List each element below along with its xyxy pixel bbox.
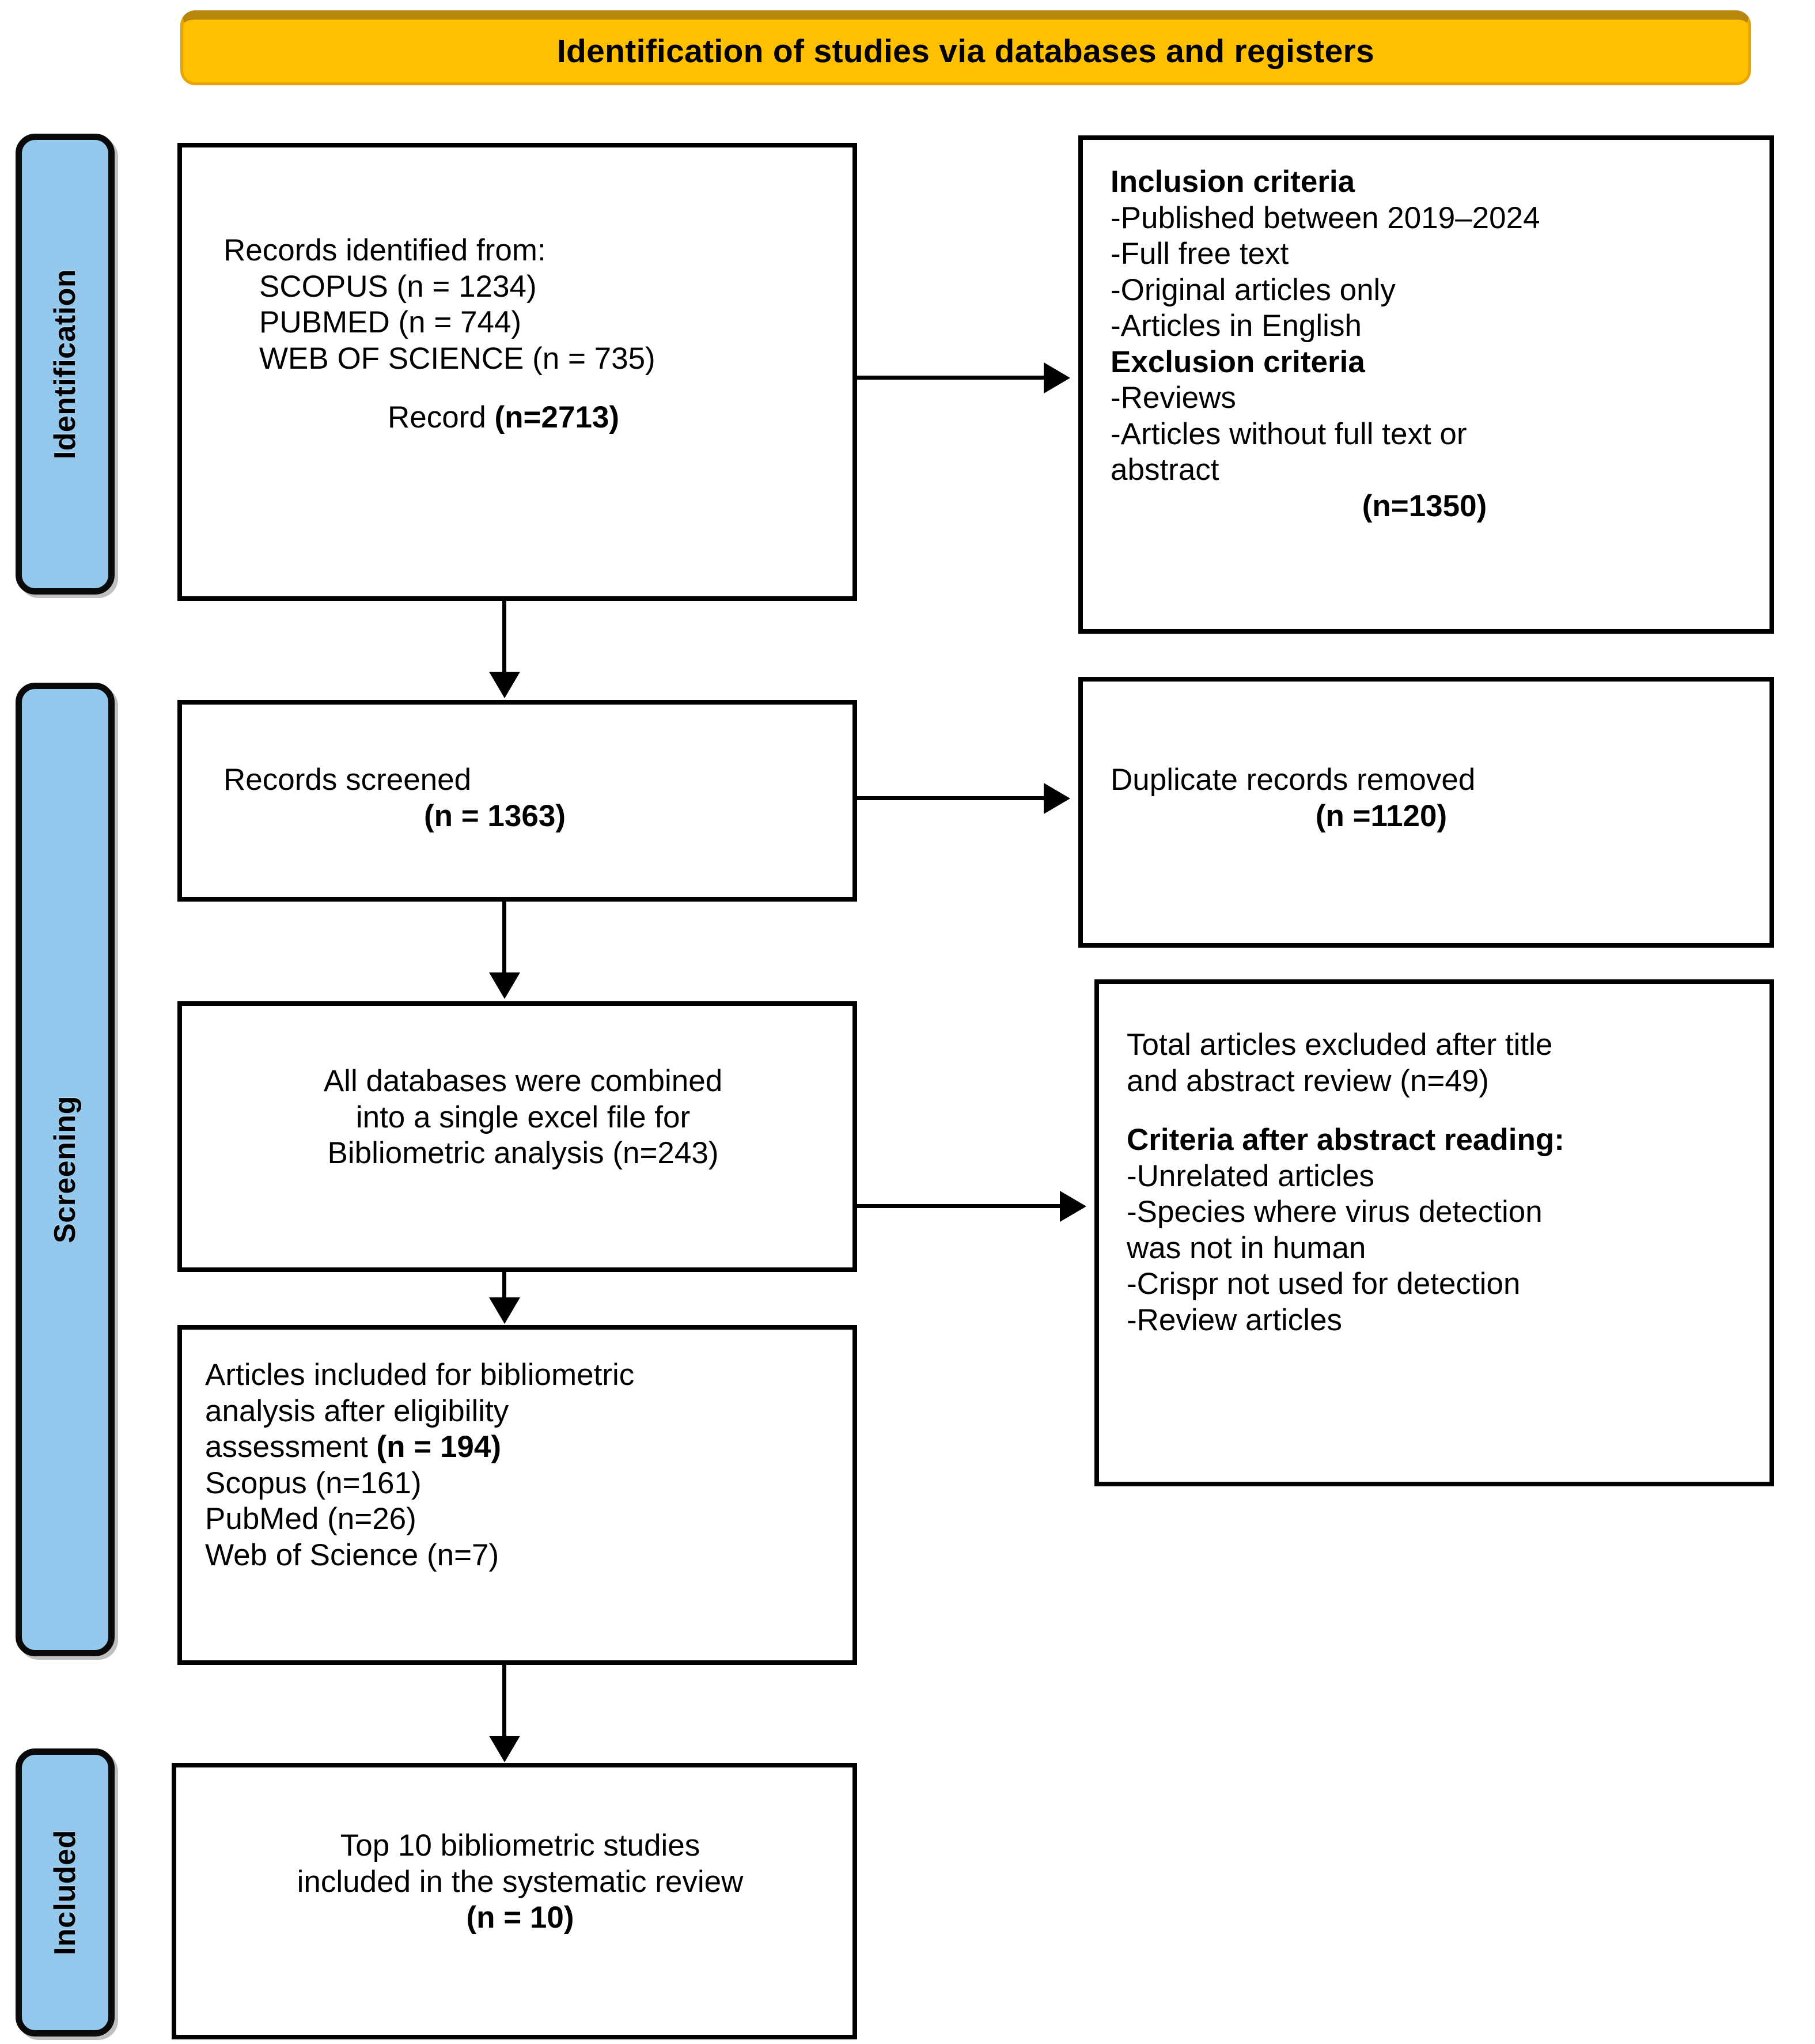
stage-tab-identification-label: Identification (48, 268, 82, 460)
exclusion-criterion-1: -Reviews (1111, 381, 1236, 415)
connector-combined-to-included-arrow (489, 1297, 520, 1324)
box-records-identified: Records identified from: SCOPUS (n = 123… (177, 143, 857, 601)
top-studies-line-2: included in the systematic review (297, 1864, 744, 1899)
box-articles-excluded: Total articles excluded after title and … (1094, 979, 1774, 1486)
connector-identified-to-criteria-arrow (1044, 362, 1070, 393)
records-identified-total-value: (n=2713) (494, 400, 620, 435)
articles-excluded-spacer (1127, 1099, 1756, 1122)
diagram-header-banner: Identification of studies via databases … (180, 10, 1751, 85)
databases-combined-line-2: into a single excel file for (355, 1100, 691, 1134)
articles-included-assessment: assessment (n = 194) (205, 1429, 841, 1466)
connector-screened-to-combined-line (502, 902, 506, 975)
box-top-10-studies: Top 10 bibliometric studies included in … (172, 1763, 857, 2039)
connector-included-to-top10-arrow (489, 1736, 520, 1762)
stage-tab-screening-label: Screening (48, 1096, 82, 1243)
connector-screened-to-duplicates-line (857, 796, 1047, 800)
duplicates-removed-label: Duplicate records removed (1111, 763, 1476, 797)
articles-included-wos: Web of Science (n=7) (205, 1538, 499, 1572)
articles-included-assessment-value: (n = 194) (376, 1430, 502, 1464)
connector-identified-to-criteria-line (857, 376, 1047, 380)
connector-screened-to-duplicates-arrow (1044, 783, 1070, 814)
inclusion-criterion-3: -Original articles only (1111, 272, 1396, 307)
connector-identified-to-screened-arrow (489, 672, 520, 698)
box-records-screened: Records screened (n = 1363) (177, 700, 857, 902)
exclusion-criteria-heading: Exclusion criteria (1111, 345, 1365, 379)
connector-included-to-top10-line (502, 1665, 506, 1739)
records-screened-count: (n = 1363) (424, 798, 566, 833)
connector-combined-to-excluded-line (857, 1204, 1063, 1208)
exclusion-criterion-2: -Articles without full text or (1111, 417, 1467, 451)
articles-included-assessment-prefix: assessment (205, 1430, 377, 1464)
databases-combined-line-1: All databases were combined (323, 1064, 723, 1098)
abstract-criterion-2: -Species where virus detection (1127, 1195, 1543, 1229)
top-studies-count: (n = 10) (466, 1901, 574, 1935)
articles-included-line-1: Articles included for bibliometric (205, 1358, 635, 1392)
diagram-title: Identification of studies via databases … (556, 32, 1375, 70)
criteria-total-count: (n=1350) (1362, 489, 1487, 523)
records-identified-total-prefix: Record (387, 400, 495, 435)
stage-tab-included-label: Included (48, 1830, 82, 1955)
connector-combined-to-included-line (502, 1272, 506, 1300)
inclusion-criterion-1: -Published between 2019–2024 (1111, 200, 1540, 235)
box-inclusion-exclusion-criteria: Inclusion criteria -Published between 20… (1078, 135, 1774, 634)
box-articles-included-bibliometric: Articles included for bibliometric analy… (177, 1325, 857, 1665)
articles-excluded-line-2: and abstract review (n=49) (1127, 1063, 1489, 1098)
top-studies-line-1: Top 10 bibliometric studies (340, 1829, 700, 1863)
records-identified-scopus: SCOPUS (n = 1234) (259, 269, 537, 304)
records-screened-label: Records screened (223, 763, 472, 797)
articles-included-line-2: analysis after eligibility (205, 1394, 509, 1428)
articles-excluded-line-1: Total articles excluded after title (1127, 1028, 1553, 1062)
box-databases-combined: All databases were combined into a singl… (177, 1001, 857, 1272)
records-identified-total: Record (n=2713) (223, 400, 835, 436)
articles-included-scopus: Scopus (n=161) (205, 1466, 422, 1500)
exclusion-criterion-3: abstract (1111, 453, 1219, 487)
stage-tab-identification[interactable]: Identification (16, 134, 115, 595)
inclusion-criterion-4: -Articles in English (1111, 309, 1362, 343)
connector-identified-to-screened-line (502, 601, 506, 675)
box-duplicate-records-removed: Duplicate records removed (n =1120) (1078, 677, 1774, 948)
inclusion-criteria-heading: Inclusion criteria (1111, 165, 1355, 199)
connector-combined-to-excluded-arrow (1060, 1191, 1086, 1222)
records-identified-pubmed: PUBMED (n = 744) (259, 305, 522, 340)
stage-tab-screening[interactable]: Screening (16, 683, 115, 1656)
abstract-criterion-1: -Unrelated articles (1127, 1159, 1375, 1193)
abstract-criterion-5: -Review articles (1127, 1303, 1343, 1337)
articles-included-pubmed: PubMed (n=26) (205, 1502, 416, 1536)
abstract-criterion-4: -Crispr not used for detection (1127, 1267, 1521, 1301)
stage-tab-included[interactable]: Included (16, 1748, 115, 2037)
abstract-reading-criteria-heading: Criteria after abstract reading: (1127, 1123, 1564, 1157)
abstract-criterion-3: was not in human (1127, 1231, 1366, 1265)
databases-combined-line-3: Bibliometric analysis (n=243) (327, 1136, 719, 1171)
records-identified-spacer (223, 377, 835, 400)
inclusion-criterion-2: -Full free text (1111, 237, 1289, 271)
duplicates-removed-count: (n =1120) (1315, 798, 1448, 833)
records-identified-line-1: Records identified from: (223, 233, 546, 267)
connector-screened-to-combined-arrow (489, 972, 520, 999)
records-identified-wos: WEB OF SCIENCE (n = 735) (259, 341, 655, 376)
